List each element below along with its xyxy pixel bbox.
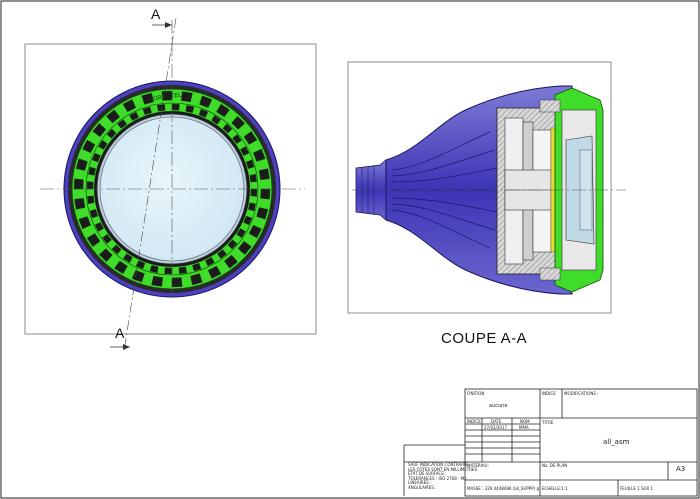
ring-slot [114,260,128,275]
materiau-label: MATERIAU: [467,463,489,468]
section-caption: COUPE A-A [441,330,528,347]
ring-slot [94,222,104,232]
ring-slot [102,234,112,244]
ring-slot [74,198,86,210]
ring-slot [224,254,238,269]
ring-slot [205,257,215,267]
ring-slot [156,104,166,112]
ring-slot [198,108,209,118]
ring-slot [164,267,173,275]
indice-column: INDICE [467,419,481,424]
ring-slot [98,248,113,263]
ring-slot [149,265,159,273]
ring-slot [86,233,101,247]
ring-slot [75,158,88,171]
ring-slot [222,123,233,134]
ring-slot [192,262,202,272]
ring-slot [106,128,117,139]
ring-slot [181,91,193,103]
ring-slot [250,188,258,197]
ring-slot [151,275,163,287]
ring-slot [249,173,257,183]
ring-slot [129,111,139,121]
section-view [347,61,626,314]
finition-label: FINITION [467,391,485,396]
outer-slot-ring [73,90,271,288]
ring-slot [227,239,238,250]
ring-slot [245,159,255,169]
ring-slot [178,266,188,274]
modifications-label: MODIFICATIONS : [564,391,599,396]
ring-slot [91,152,101,163]
brand-mark: FORMATEL [149,92,182,103]
echelle-label: ECHELLE:1:1 [542,486,568,491]
tolerance-notes: SAUF INDICATION CONTRAIRE : LES COTES SO… [408,462,478,490]
ring-slot [106,109,120,124]
titre-value: all_asm [603,438,630,446]
ring-slot [217,249,227,259]
ring-slot [185,105,195,113]
ring-slot [87,195,95,205]
ring-slot [92,123,107,137]
cut-label-top: A [151,6,161,22]
ring-slot [236,228,246,239]
ring-slot [199,95,213,108]
ring-slot [86,181,94,190]
ring-slot [141,92,154,105]
front-view: FORMATEL [24,17,317,350]
ring-slot [190,273,203,286]
feuille-label: FEUILLE 1 SUR 1 [620,486,654,491]
ring-slot [240,146,250,156]
ring-slot [73,178,84,190]
ring-slot [248,224,262,239]
ring-slot [82,139,96,154]
ring-slot [232,134,242,144]
nom-value: MMA [519,425,529,430]
ring-slot [122,253,133,263]
indice-label: INDICE [542,391,556,396]
ring-slot [207,265,222,279]
ring-slot [231,115,246,130]
inner-slot-ring [86,103,258,275]
date-column: DATE [491,419,502,424]
ring-slot [171,277,183,288]
ring-slot [88,166,96,176]
no-plan-label: No. DE PLAN [542,463,568,468]
ring-slot [135,260,146,270]
ring-slot [243,215,253,226]
ring-slot [78,216,91,230]
format-value: A3 [676,465,686,473]
ring-slot [211,115,222,125]
titre-label: TITRE [542,420,554,425]
cut-label-bottom: A [115,325,125,341]
ring-slot [89,209,99,219]
ring-slot [216,103,230,118]
ring-slot [131,270,145,283]
ring-slot [98,139,108,150]
ring-slot [122,99,137,113]
masse-label: MASSE : 329.4448486 (all_SUPPP) g [467,486,539,491]
ring-slot [243,131,258,145]
ring-slot [237,241,252,255]
ring-slot [248,202,256,212]
ring-slot [171,103,180,111]
ring-slot [111,244,122,255]
nom-column: NOM [520,419,530,424]
date-value: 27/02/2017 [484,425,508,430]
ring-slot [260,188,271,200]
finition-value: aucune [489,403,508,409]
ring-slot [256,207,269,220]
ring-slot [258,168,270,180]
ring-slot [117,119,127,129]
ring-slot [253,148,266,162]
ring-slot [142,106,152,116]
